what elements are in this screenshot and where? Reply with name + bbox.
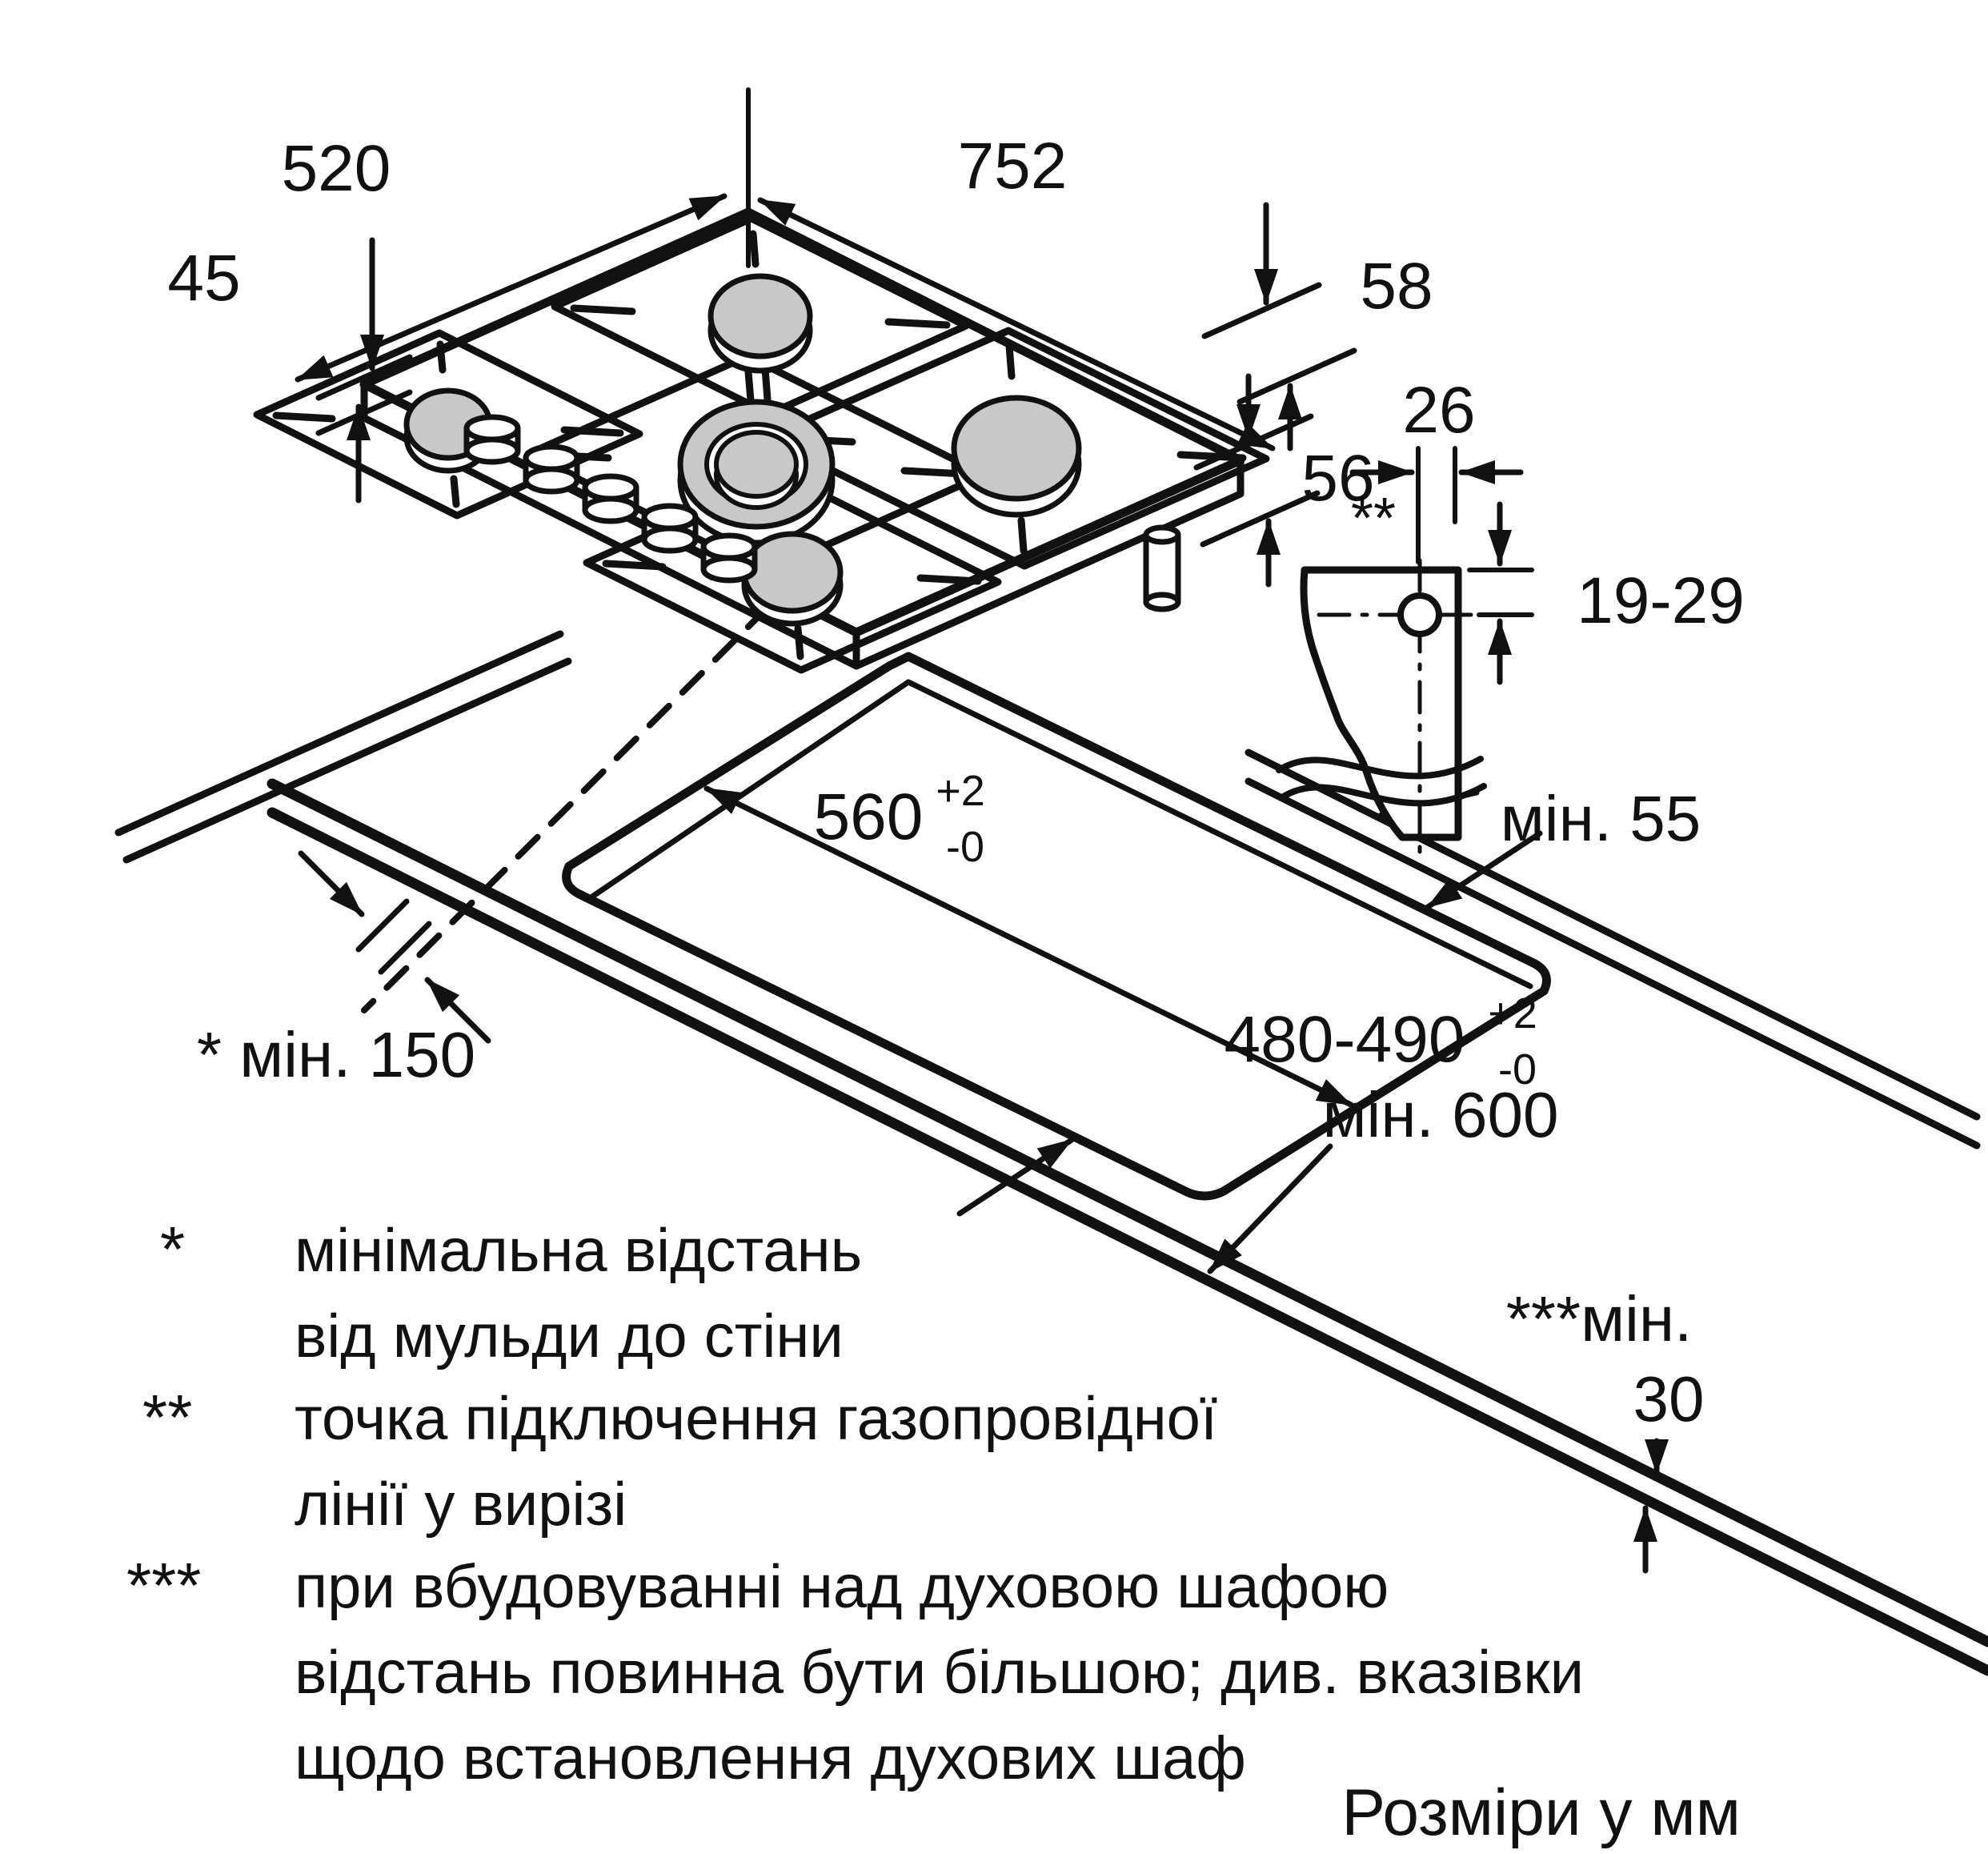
dim-wall-clearance-arrow-a — [298, 850, 365, 917]
knob — [463, 414, 521, 465]
dim-hob-width-line — [757, 197, 1276, 451]
gas-connection-hole — [1397, 592, 1442, 637]
footnote-line: від мульди до стіни — [295, 1302, 844, 1370]
burner-back-center — [707, 273, 813, 374]
dim-cutout-width-label: 560 — [814, 781, 924, 853]
gas-pipe — [1143, 524, 1181, 612]
gas-connection-detail: 26 ** 19-29 — [1276, 374, 1745, 861]
burner-front-center — [741, 531, 844, 627]
dim-cutout-depth-tol-minus: -0 — [1498, 1045, 1537, 1094]
burner-center-double — [677, 399, 836, 546]
burner-right-large — [951, 395, 1082, 518]
dim-oven-gap-value: 30 — [1633, 1363, 1705, 1435]
footnote-line: відстань повинна бути більшою; див. вказ… — [295, 1639, 1584, 1707]
burner-cap — [951, 395, 1082, 502]
dim-hob-depth-label: 520 — [282, 132, 391, 205]
dim-back-clearance-label: мін. 55 — [1501, 783, 1701, 854]
dim-cutout-depth-arrow-front — [956, 1137, 1075, 1217]
worktop-back-edge — [1245, 748, 1981, 1121]
dim-grate-tick-bottom — [1236, 347, 1357, 405]
dim-wall-clearance-arrow-b — [424, 977, 491, 1044]
dim-worktop-depth-arrow — [1207, 1143, 1333, 1274]
worktop-front-edge-top — [267, 778, 1988, 1647]
burner-inner-cap — [714, 430, 799, 499]
hob — [253, 87, 1270, 674]
dim-hob-height-tick-top — [315, 354, 413, 401]
footnote-line: точка підключення газопровідної — [295, 1385, 1217, 1453]
footnote-marker: ** — [142, 1382, 192, 1453]
worktop-front-edge-bottom — [267, 807, 1988, 1676]
dim-cutout-width-tol-minus: -0 — [946, 823, 984, 871]
dim-bracket-offset-label: 26 — [1402, 374, 1475, 447]
gas-point-marker: ** — [1351, 487, 1396, 551]
dim-cutout-depth-label: 480-490 — [1224, 1003, 1465, 1076]
cutout-outline — [562, 652, 1551, 1201]
dim-grate-tick-top — [1201, 282, 1322, 339]
dim-body-tick-top — [1193, 413, 1314, 471]
wall-edge-line — [114, 630, 564, 837]
dim-hob-width-label: 752 — [958, 130, 1068, 203]
dim-wall-clearance-tick-b — [378, 921, 432, 975]
footnote-marker: *** — [126, 1550, 201, 1621]
bracket-break-wave-top — [1276, 756, 1484, 780]
knob — [582, 473, 639, 524]
gas-pipe-top — [1143, 524, 1181, 545]
footnote-marker: * — [160, 1214, 185, 1285]
units-note: Розміри у мм — [1341, 1776, 1741, 1849]
footnote-line: лінії у вирізі — [295, 1471, 627, 1539]
gas-pipe-bottom — [1143, 592, 1181, 612]
footnote-line: щодо встановлення духових шаф — [295, 1724, 1246, 1792]
burner-cap — [707, 273, 813, 359]
dim-body-depth-label: 56 — [1301, 442, 1374, 515]
worktop-back-edge-inner — [1245, 777, 1981, 1150]
hob-dimensions: 752 520 45 58 56 — [167, 130, 1433, 588]
knob — [523, 443, 580, 495]
dim-cutout-depth-arrow-back — [1425, 830, 1543, 910]
dim-worktop-depth-label: мін. 600 — [1323, 1079, 1559, 1150]
worktop-scene — [114, 572, 1988, 1676]
hidden-projection-dashed-line — [361, 572, 804, 1013]
dim-cutout-width-tol-plus: +2 — [936, 767, 985, 815]
control-knobs — [463, 414, 758, 584]
wall-edge-line-inner — [122, 657, 572, 864]
bracket-break-wave-bottom — [1279, 783, 1487, 807]
knob — [700, 532, 758, 584]
knob — [641, 503, 699, 554]
dim-grate-height-label: 58 — [1360, 250, 1433, 323]
footnote-line: при вбудовуванні над духовою шафою — [295, 1553, 1389, 1621]
dim-cutout-width-line — [703, 785, 1354, 1108]
dim-gas-range-label: 19-29 — [1577, 564, 1745, 637]
dim-wall-clearance-label: * мін. 150 — [197, 1019, 475, 1090]
footnotes: * мінімальна відстань від мульди до стін… — [126, 1214, 1741, 1849]
burner-cap — [741, 531, 844, 614]
dim-cutout-depth-tol-plus: +2 — [1488, 989, 1537, 1037]
dim-body-tick-bottom — [1200, 490, 1321, 548]
dim-hob-height-label: 45 — [167, 242, 240, 315]
footnote-line: мінімальна відстань — [295, 1217, 862, 1285]
dim-oven-gap-label: ***мін. — [1506, 1283, 1693, 1354]
dim-wall-clearance-tick-a — [355, 898, 410, 953]
